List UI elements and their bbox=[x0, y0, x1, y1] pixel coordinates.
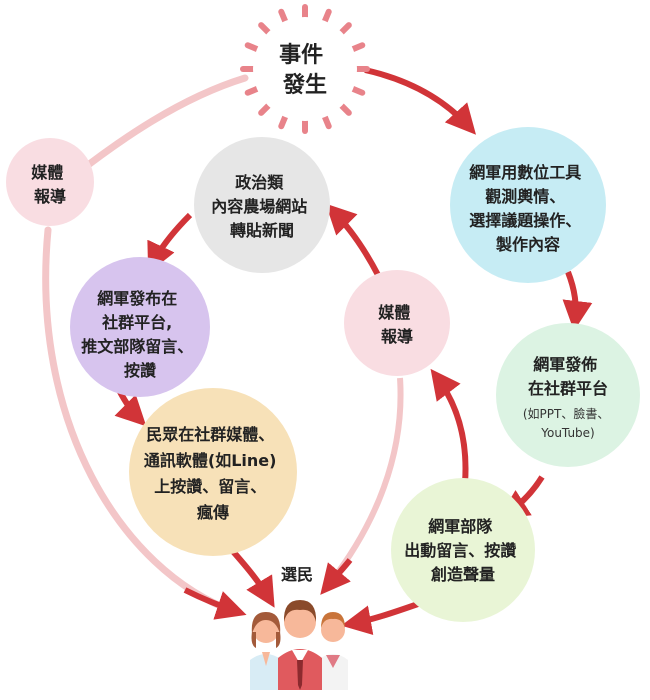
political-line-1: 政治類 bbox=[235, 173, 284, 192]
arrow-political-to-post bbox=[147, 212, 193, 274]
post-line-4: 按讚 bbox=[124, 361, 156, 380]
post-line-1: 網軍發布在 bbox=[97, 289, 177, 308]
political-line-2: 內容農場網站 bbox=[211, 197, 307, 216]
label-public-line: 民眾在社群媒體、 通訊軟體(如Line) 上按讚、留言、 瘋傳 bbox=[144, 425, 282, 522]
event-line-1: 事件 bbox=[279, 42, 323, 68]
label-event: 事件 發生 bbox=[279, 42, 331, 98]
publish-line-2: 在社群平台 bbox=[528, 379, 608, 398]
label-mobilize: 網軍部隊 出動留言、按讚 創造聲量 bbox=[404, 517, 522, 584]
label-publish: 網軍發佈 在社群平台 bbox=[528, 355, 608, 398]
publish-sub-1: (如PPT、臉書、 bbox=[523, 406, 610, 421]
political-line-3: 轉貼新聞 bbox=[230, 221, 294, 240]
arrow-media-left-to-voters-head bbox=[183, 587, 247, 620]
public-line-1: 民眾在社群媒體、 bbox=[146, 425, 274, 444]
arrow-media-right-to-voters bbox=[327, 377, 404, 585]
node-publish bbox=[496, 323, 640, 467]
post-line-3: 推文部隊留言、 bbox=[81, 337, 193, 356]
mobilize-line-3: 創造聲量 bbox=[430, 565, 495, 584]
arrow-media-right-to-voters-head bbox=[320, 558, 353, 595]
label-tools: 網軍用數位工具 觀測輿情、 選擇議題操作、 製作內容 bbox=[469, 163, 587, 254]
node-post-twitter bbox=[70, 257, 210, 397]
voter-woman-icon bbox=[250, 612, 282, 690]
node-media-left bbox=[6, 138, 94, 226]
public-line-2: 通訊軟體(如Line) bbox=[144, 451, 277, 470]
arrow-event-to-tools bbox=[364, 67, 476, 135]
label-political: 政治類 內容農場網站 轉貼新聞 bbox=[211, 173, 313, 240]
voter-man-icon bbox=[318, 612, 348, 690]
arrow-tools-to-publish bbox=[562, 270, 593, 331]
arrow-event-to-media-left bbox=[71, 74, 249, 179]
node-mobilize bbox=[391, 478, 535, 622]
arrow-media-right-to-political bbox=[325, 203, 381, 277]
arrow-mobilize-to-media-right bbox=[430, 368, 469, 484]
publish-line-1: 網軍發佈 bbox=[533, 355, 597, 374]
media-left-line-1: 媒體 bbox=[31, 163, 63, 182]
label-publish-sub: (如PPT、臉書、 YouTube) bbox=[523, 406, 613, 440]
media-left-line-2: 報導 bbox=[34, 187, 66, 206]
node-tools bbox=[450, 127, 606, 283]
arrow-media-left-to-voters bbox=[42, 226, 239, 616]
node-political bbox=[194, 137, 330, 273]
mobilize-line-1: 網軍部隊 bbox=[428, 517, 493, 536]
publish-sub-2: YouTube) bbox=[540, 426, 594, 440]
label-media-right: 媒體 報導 bbox=[378, 303, 416, 346]
post-line-2: 社群平台, bbox=[101, 313, 172, 332]
arrow-mobilize-to-voters bbox=[341, 601, 419, 635]
arrow-public-to-voters bbox=[227, 546, 275, 608]
voters-group-icon bbox=[250, 600, 348, 690]
tools-line-1: 網軍用數位工具 bbox=[469, 163, 581, 182]
tools-line-4: 製作內容 bbox=[495, 235, 560, 254]
media-right-line-1: 媒體 bbox=[378, 303, 410, 322]
voter-center-icon bbox=[278, 600, 322, 690]
node-media-right bbox=[344, 270, 450, 376]
voters-label: 選民 bbox=[281, 565, 313, 584]
node-event bbox=[253, 17, 357, 121]
node-public-line bbox=[129, 388, 297, 556]
public-line-3: 上按讚、留言、 bbox=[154, 477, 266, 496]
mobilize-line-2: 出動留言、按讚 bbox=[404, 541, 516, 560]
event-line-2: 發生 bbox=[282, 73, 327, 98]
media-right-line-2: 報導 bbox=[381, 327, 413, 346]
public-line-4: 瘋傳 bbox=[196, 503, 229, 522]
label-media-left: 媒體 報導 bbox=[31, 163, 69, 206]
label-post-twitter: 網軍發布在 社群平台, 推文部隊留言、 按讚 bbox=[81, 289, 199, 380]
tools-line-2: 觀測輿情、 bbox=[485, 187, 565, 206]
tools-line-3: 選擇議題操作、 bbox=[469, 211, 581, 230]
